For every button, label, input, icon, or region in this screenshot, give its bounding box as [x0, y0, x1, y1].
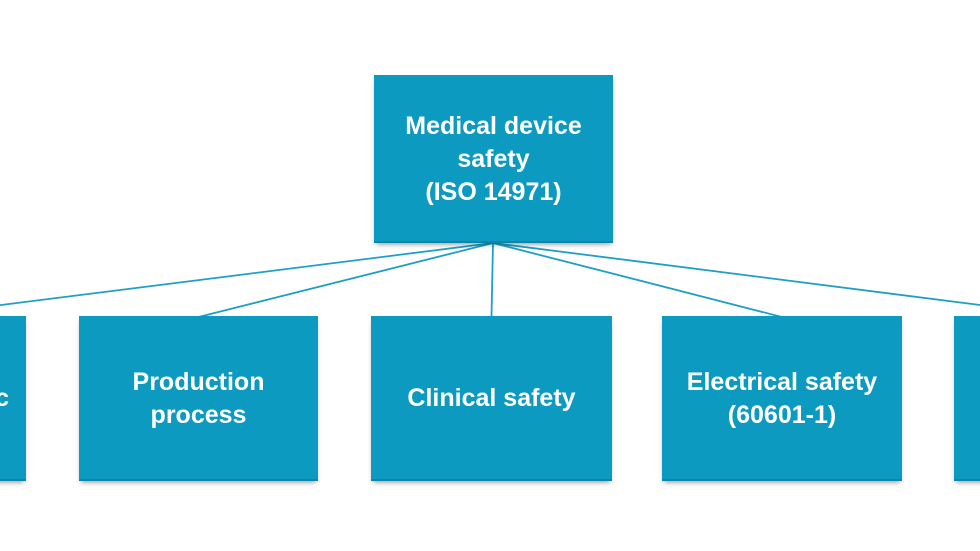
node-electrical-safety: Electrical safety (60601-1) — [662, 316, 902, 481]
node-label-line: Medical device — [405, 111, 582, 140]
node-label: Clinical safety — [371, 382, 612, 415]
node-label-line: (60601-1) — [727, 400, 837, 429]
node-label-line: c — [0, 384, 9, 412]
node-cut-left: c — [0, 316, 26, 481]
node-label-line: Electrical safety — [686, 367, 878, 396]
connector-root-to-electrical — [492, 242, 783, 318]
node-label: Production process — [79, 366, 318, 432]
node-label: Electrical safety (60601-1) — [662, 366, 902, 432]
connector-root-to-clinical — [490, 242, 494, 318]
node-label-line: (ISO 14971) — [425, 177, 562, 206]
node-label: c — [0, 382, 26, 415]
node-label-line: process — [150, 400, 247, 429]
node-cut-right — [954, 316, 980, 481]
connector-root-to-production — [198, 242, 494, 318]
node-label-line: Production — [132, 367, 265, 396]
node-label-line: safety — [457, 144, 530, 173]
connector-root-to-cut-right — [492, 242, 980, 306]
node-medical-device-safety: Medical device safety (ISO 14971) — [374, 75, 613, 243]
node-label-line: Clinical safety — [407, 384, 576, 412]
connector-root-to-cut-left — [0, 242, 494, 307]
node-label: Medical device safety (ISO 14971) — [374, 110, 613, 209]
node-production-process: Production process — [79, 316, 318, 481]
node-clinical-safety: Clinical safety — [371, 316, 612, 481]
